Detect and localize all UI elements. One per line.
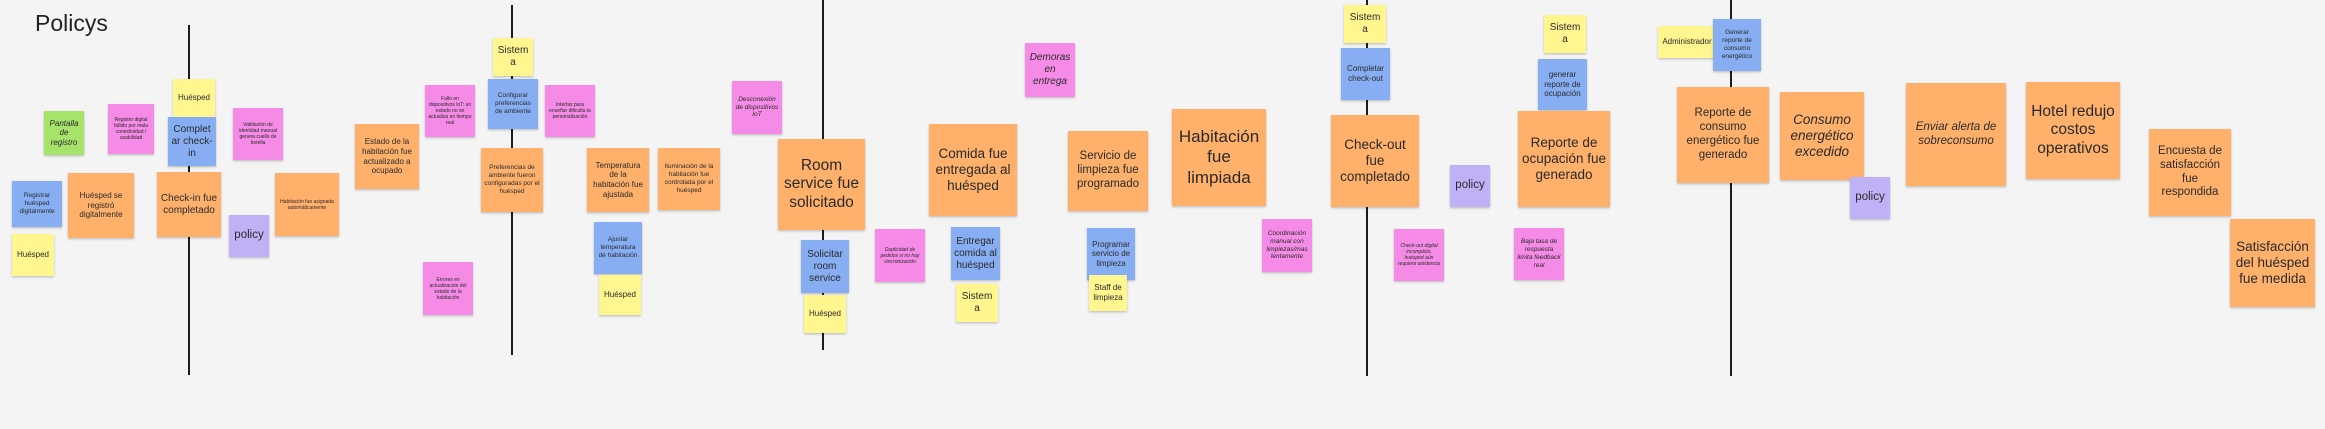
sticky-note-demoras-entrega: Demoras en entrega bbox=[1025, 43, 1075, 97]
sticky-note-validacion-manual: Validación de identidad manual genera cu… bbox=[233, 108, 283, 160]
sticky-note-policy: policy bbox=[1450, 165, 1490, 207]
sticky-note-baja-tasa-respuesta: Baja tasa de respuesta limita feedback r… bbox=[1514, 228, 1564, 280]
sticky-note-generar-reporte-consumo: Generar reporte de consumo energético bbox=[1713, 19, 1761, 71]
sticky-note-solicitar-room-service: Solicitar room service bbox=[801, 240, 849, 293]
sticky-note-duplicidad-pedidos: Duplicidad de pedidos si no hay sincroni… bbox=[875, 229, 925, 282]
sticky-note-actor-sistema: Sistema bbox=[1344, 5, 1386, 43]
sticky-note-huesped-registrado: Huésped se registró digitalmente bbox=[68, 173, 134, 238]
sticky-note-policy: policy bbox=[1850, 177, 1890, 219]
sticky-note-completar-checkout: Completar check-out bbox=[1341, 48, 1390, 100]
sticky-note-reporte-consumo-generado: Reporte de consumo energético fue genera… bbox=[1677, 87, 1769, 183]
sticky-note-fallo-iot: Fallo en dispositivos IoT: un estado no … bbox=[425, 85, 475, 137]
sticky-note-desconexion-iot: Desconexión de dispositivos IoT bbox=[732, 81, 782, 134]
sticky-note-actor-huesped: Huésped bbox=[173, 79, 215, 117]
sticky-note-coordinacion-manual: Coordinación manual con limpiezas/mas le… bbox=[1262, 219, 1312, 272]
sticky-note-entregar-comida: Entregar comida al huésped bbox=[951, 227, 1000, 280]
sticky-note-comida-entregada: Comida fue entregada al huésped bbox=[929, 124, 1017, 216]
sticky-note-actor-sistema: Sistema bbox=[956, 284, 998, 322]
sticky-note-pantalla-registro: Pantalla de registro bbox=[44, 111, 84, 155]
sticky-note-interfaz-personalizacion: Interfaz para enseñar dificulta la perso… bbox=[545, 85, 595, 137]
sticky-note-consumo-excedido: Consumo energético excedido bbox=[1780, 92, 1864, 180]
sticky-note-habitacion-limpiada: Habitación fue limpiada bbox=[1172, 109, 1266, 206]
sticky-note-actor-staff-limpieza: Staff de limpieza bbox=[1089, 275, 1127, 311]
sticky-note-actor-administrador: Administrador bbox=[1658, 26, 1716, 58]
sticky-note-checkin-completado: Check-in fue completado bbox=[157, 172, 221, 237]
sticky-note-satisfaccion-medida: Satisfacción del huésped fue medida bbox=[2230, 219, 2315, 307]
sticky-note-ajustar-temperatura: Ajustar temperatura de habitación bbox=[594, 222, 642, 274]
sticky-note-configurar-preferencias: Configurar preferencias de ambiente bbox=[488, 79, 538, 129]
sticky-note-preferencias-configuradas: Preferencias de ambiente fueron configur… bbox=[481, 148, 543, 212]
sticky-note-checkout-incompleto: Check-out digital incompleto, huésped aú… bbox=[1394, 229, 1444, 281]
sticky-note-registrar-huesped: Registrar huésped digitalmente bbox=[12, 181, 62, 227]
sticky-note-temperatura-ajustada: Temperatura de la habitación fue ajustad… bbox=[587, 148, 649, 212]
sticky-note-policy: policy bbox=[229, 215, 269, 257]
sticky-note-encuesta-respondida: Encuesta de satisfacción fue respondida bbox=[2149, 129, 2231, 216]
sticky-note-limpieza-programada: Servicio de limpieza fue programado bbox=[1068, 131, 1148, 211]
sticky-note-iluminacion-controlada: Iluminación de la habitación fue control… bbox=[658, 148, 720, 210]
sticky-note-reporte-ocupacion-generado: Reporte de ocupación fue generado bbox=[1518, 111, 1610, 207]
sticky-note-hotel-redujo-costos: Hotel redujo costos operativos bbox=[2026, 82, 2120, 179]
sticky-note-actor-huesped: Huésped bbox=[599, 275, 641, 315]
sticky-note-enviar-alerta: Enviar alerta de sobreconsumo bbox=[1906, 83, 2006, 186]
sticky-note-checkout-completado: Check-out fue completado bbox=[1331, 115, 1419, 207]
sticky-note-room-service-solicitado: Room service fue solicitado bbox=[778, 139, 865, 230]
sticky-note-estado-ocupado: Estado de la habitación fue actualizado … bbox=[355, 124, 419, 189]
sticky-note-actor-huesped: Huésped bbox=[804, 295, 846, 333]
sticky-note-generar-reporte-ocupacion: generar reporte de ocupación bbox=[1538, 59, 1587, 110]
sticky-note-programar-limpieza: Programar servicio de limpieza bbox=[1087, 228, 1135, 280]
sticky-note-actor-sistema: Sistema bbox=[1544, 15, 1586, 53]
sticky-note-completar-checkin: Completar check-in bbox=[168, 117, 216, 166]
sticky-note-errores-actualizacion: Errores en actualización del estado de l… bbox=[423, 262, 473, 315]
board-title: Policys bbox=[35, 10, 108, 36]
sticky-note-actor-huesped: Huésped bbox=[12, 234, 54, 276]
sticky-note-habitacion-asignada: Habitación fue asignada automáticamente bbox=[275, 173, 339, 236]
lane-divider bbox=[1730, 0, 1732, 376]
sticky-note-actor-sistema: Sistema bbox=[493, 38, 533, 76]
sticky-note-registro-fallido: Registro digital fallido por mala conect… bbox=[108, 104, 154, 154]
